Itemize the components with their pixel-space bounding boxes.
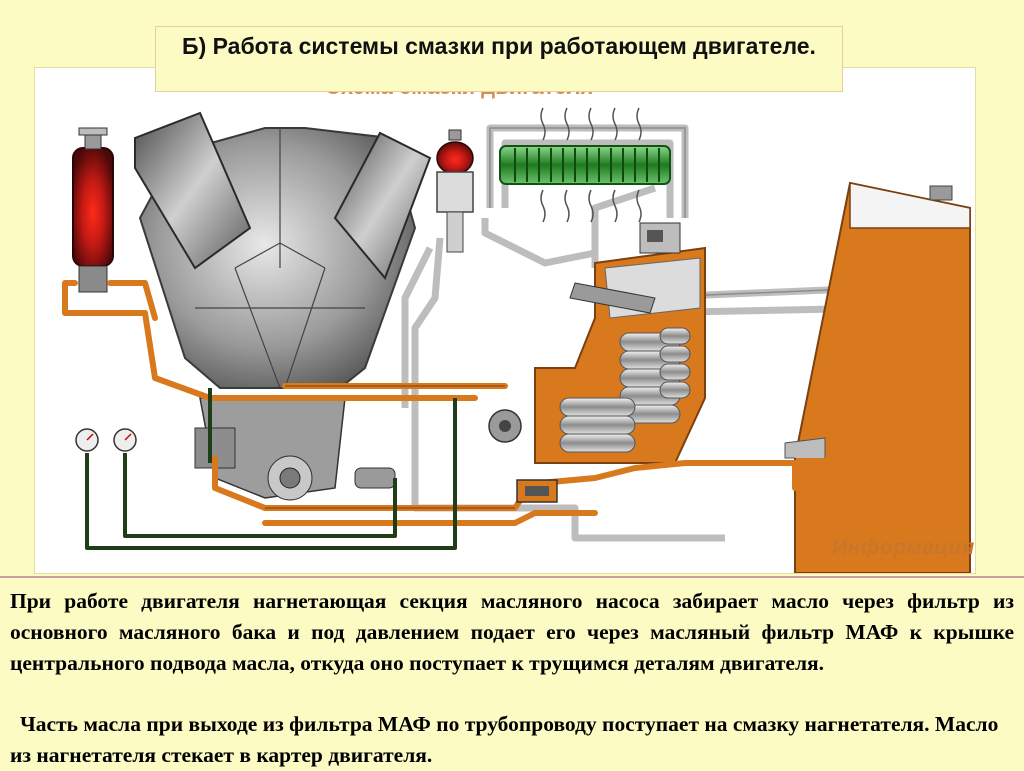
oil-tank — [784, 181, 971, 573]
oil-cooler — [499, 107, 671, 223]
bypass-valve — [639, 222, 681, 254]
description-paragraph-1: При работе двигателя нагнетающая секция … — [10, 589, 1014, 675]
description-paragraph-2: Часть масла при выходе из фильтра МАФ по… — [10, 712, 999, 767]
check-valve — [516, 479, 558, 503]
oil-filter-maf — [534, 246, 706, 464]
engine-block — [134, 111, 522, 501]
oil-filter-red — [72, 127, 114, 293]
lubrication-diagram: Схема смазки двигателя — [34, 67, 976, 574]
pressure-gauge-2 — [113, 428, 137, 452]
oil-pipes-orange-outline — [265, 385, 515, 509]
info-label[interactable]: Информация — [832, 536, 975, 559]
gauge-lines — [85, 388, 457, 550]
description-panel: При работе двигателя нагнетающая секция … — [0, 576, 1024, 769]
pressure-valve — [436, 129, 474, 253]
pressure-gauge-1 — [75, 428, 99, 452]
diagram-svg — [62, 107, 971, 573]
slide-title: Б) Работа системы смазки при работающем … — [155, 26, 843, 92]
